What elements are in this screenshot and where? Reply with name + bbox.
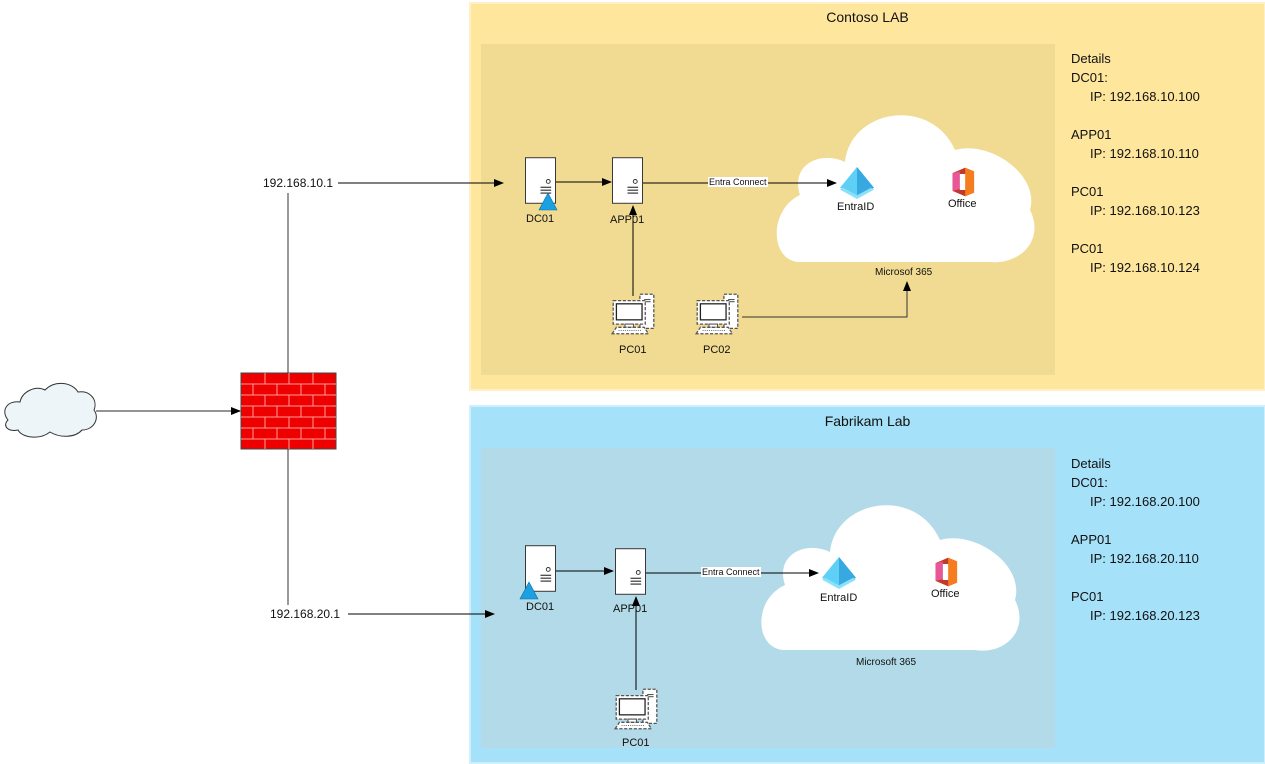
fabrikam-app01-label: APP01: [613, 603, 648, 615]
fabrikam-m365-cloud: [761, 505, 1020, 651]
fabrikam-entraid-label: EntraID: [820, 592, 858, 604]
detail-ip: IP: 192.168.10.100: [1090, 89, 1200, 104]
contoso-m365-cloud: [776, 115, 1035, 263]
firewall-icon[interactable]: [240, 372, 337, 450]
fabrikam-lab-title: Fabrikam Lab: [824, 413, 911, 429]
contoso-pc02-icon[interactable]: [695, 293, 739, 335]
fabrikam-pc01-label: PC01: [622, 737, 650, 749]
gateway-fabrikam-label: 192.168.20.1: [270, 607, 341, 621]
contoso-pc01-icon[interactable]: [611, 293, 655, 335]
contoso-dc01-server-icon[interactable]: [525, 157, 556, 204]
detail-name: PC01: [1071, 589, 1104, 604]
detail-name: DC01:: [1071, 70, 1108, 85]
detail-name: PC01: [1071, 184, 1104, 199]
fabrikam-dc01-label: DC01: [526, 601, 555, 613]
detail-ip: IP: 192.168.10.124: [1090, 260, 1200, 275]
contoso-details-panel: Details DC01: IP: 192.168.10.100 APP01 I…: [1071, 49, 1200, 277]
detail-name: DC01:: [1071, 475, 1108, 490]
contoso-entra-connect-label: Entra Connect: [708, 177, 768, 187]
contoso-app01-label: APP01: [610, 214, 645, 226]
detail-name: PC01: [1071, 241, 1104, 256]
contoso-dc01-badge-icon: [538, 192, 558, 211]
contoso-entraid-label: EntraID: [837, 201, 875, 213]
fabrikam-m365-label: Microsoft 365: [856, 657, 917, 668]
detail-ip: IP: 192.168.20.100: [1090, 494, 1200, 509]
fabrikam-office-label: Office: [931, 588, 960, 600]
contoso-app01-server-icon[interactable]: [612, 157, 643, 204]
contoso-pc01-label: PC01: [619, 344, 647, 356]
fabrikam-office-icon[interactable]: [935, 557, 958, 587]
detail-name: APP01: [1071, 532, 1112, 547]
gateway-contoso-label: 192.168.10.1: [263, 176, 334, 190]
contoso-dc01-label: DC01: [526, 213, 555, 225]
details-heading: Details: [1071, 456, 1111, 471]
contoso-office-icon[interactable]: [952, 167, 975, 197]
detail-name: APP01: [1071, 127, 1112, 142]
contoso-pc02-to-cloud-line: [742, 281, 911, 318]
details-heading: Details: [1071, 51, 1111, 66]
fabrikam-pc01-icon[interactable]: [614, 688, 658, 730]
detail-ip: IP: 192.168.10.123: [1090, 203, 1200, 218]
contoso-lab-title: Contoso LAB: [826, 9, 909, 25]
contoso-office-label: Office: [948, 198, 977, 210]
detail-ip: IP: 192.168.10.110: [1090, 146, 1199, 161]
fabrikam-entra-connect-label: Entra Connect: [701, 567, 761, 577]
detail-ip: IP: 192.168.20.110: [1090, 551, 1199, 566]
internet-cloud-icon[interactable]: [4, 383, 97, 438]
fabrikam-details-panel: Details DC01: IP: 192.168.20.100 APP01 I…: [1071, 454, 1200, 625]
contoso-m365-label: Microsof 365: [875, 267, 933, 278]
fabrikam-app01-server-icon[interactable]: [615, 548, 646, 595]
detail-ip: IP: 192.168.20.123: [1090, 608, 1200, 623]
contoso-pc02-label: PC02: [703, 344, 731, 356]
fabrikam-dc01-badge-icon: [519, 581, 539, 600]
